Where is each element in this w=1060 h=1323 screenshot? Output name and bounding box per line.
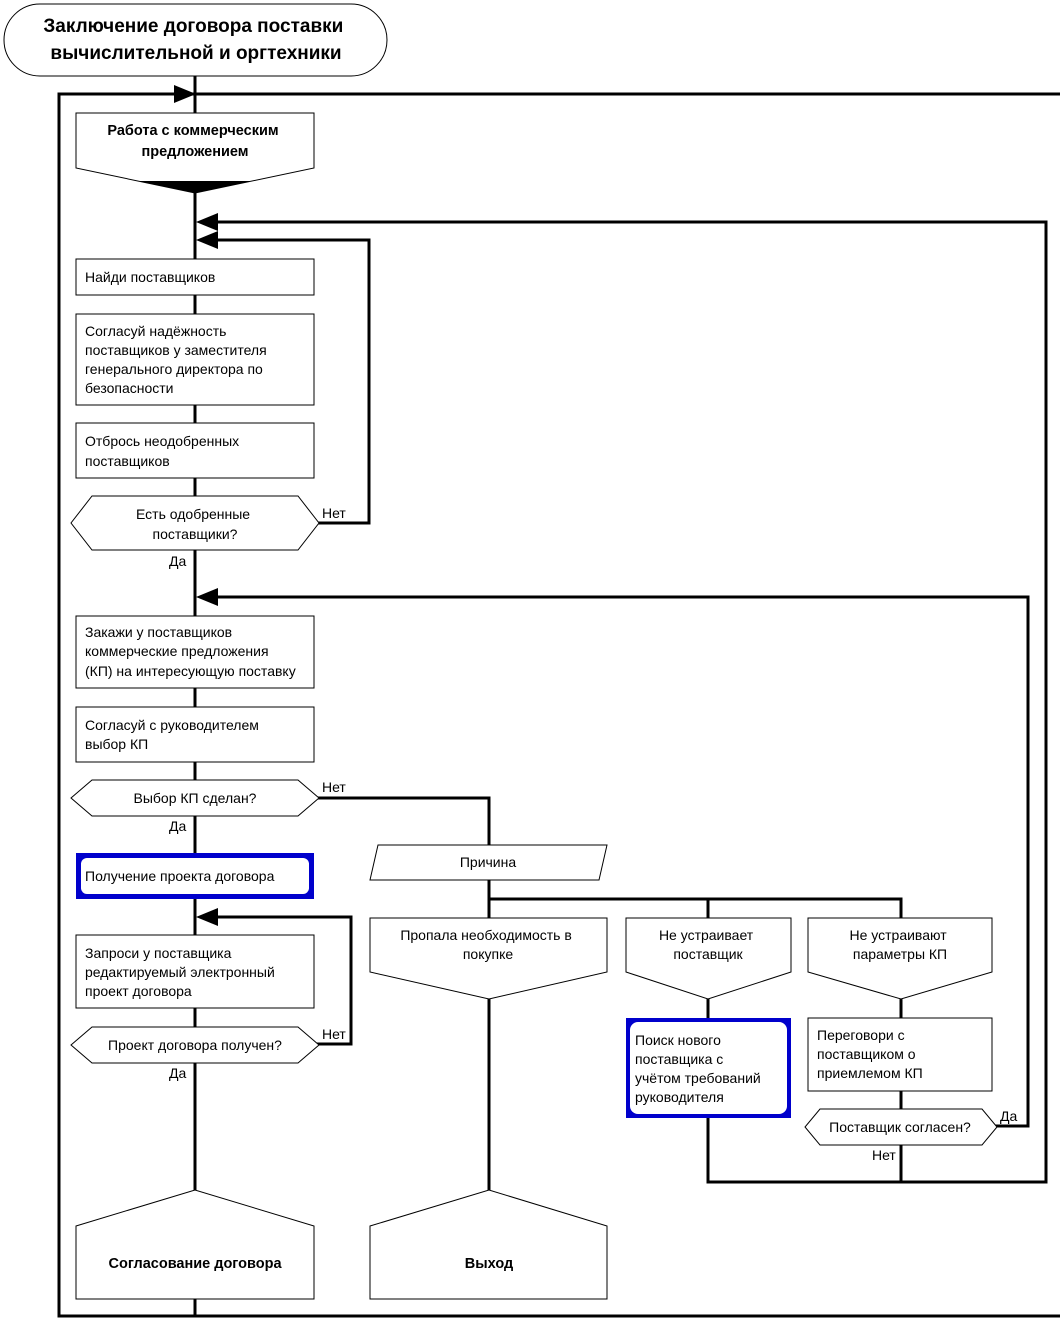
decision-supplier-agrees: [804, 1108, 998, 1146]
kp-no-label: Нет: [322, 779, 346, 795]
reason-label: Причина: [460, 854, 517, 870]
arrowhead: [196, 231, 218, 249]
step-discard-suppliers: [75, 422, 315, 479]
step-agree-kp-label: Согласуй с руководителем выбор КП: [85, 717, 263, 752]
draft-no-label: Нет: [322, 1026, 346, 1042]
arrowheads: [174, 85, 218, 926]
subprocess-get-draft: [81, 858, 309, 894]
decision-kp-chosen-label: Выбор КП сделан?: [134, 790, 257, 806]
subprocess-new-supplier-label: Поиск нового поставщика с учётом требова…: [635, 1032, 765, 1105]
decision-kp-chosen: [70, 779, 320, 817]
step-order-kp: [75, 615, 315, 689]
supplier-yes-label: Да: [1000, 1108, 1017, 1124]
start-block: [75, 112, 315, 194]
supplier-no-label: Нет: [872, 1147, 896, 1163]
arrowhead: [196, 588, 218, 606]
supplier-yes-loop-line: [218, 595, 1030, 1128]
subprocess-new-supplier: [630, 1022, 787, 1114]
start-block-notch: [138, 181, 252, 193]
reason-option-bad-params-label: Не устраивают параметры КП: [850, 927, 951, 962]
decision-draft-received-label: Проект договора получен?: [108, 1037, 282, 1053]
outer-loop-line: [57, 92, 1060, 1318]
step-agree-reliability: [75, 313, 315, 406]
arrowhead: [174, 85, 196, 103]
connectors: [57, 76, 1060, 1318]
reason-option-bad-params: [807, 917, 993, 1000]
step-find-suppliers: [75, 258, 315, 296]
decision-approved-suppliers-label: Есть одобренные поставщики?: [136, 506, 254, 542]
reason-data-block: [369, 844, 608, 881]
end-contract-approval-label: Согласование договора: [108, 1256, 282, 1272]
approved-no-loop-line: [218, 238, 371, 525]
new-supplier-loop-line: [218, 220, 1048, 1184]
step-agree-reliability-label: Согласуй надёжность поставщиков у замест…: [85, 323, 271, 396]
decision-supplier-agrees-label: Поставщик согласен?: [829, 1119, 971, 1135]
step-request-draft-label: Запроси у поставщика редактируемый элект…: [85, 945, 279, 999]
approved-yes-label: Да: [169, 553, 186, 569]
arrowhead: [196, 213, 218, 231]
start-block-label: Работа с коммерческим предложением: [107, 123, 282, 160]
arrowhead: [196, 908, 218, 926]
reason-option-bad-supplier: [625, 917, 792, 1000]
step-negotiate-label: Переговори с поставщиком о приемлемом КП: [817, 1027, 923, 1081]
end-exit-label: Выход: [465, 1256, 513, 1272]
step-negotiate: [807, 1017, 993, 1092]
draft-yes-label: Да: [169, 1065, 186, 1081]
end-exit: [369, 1189, 608, 1300]
step-order-kp-label: Закажи у поставщиков коммерческие предло…: [85, 624, 296, 679]
decision-approved-suppliers: [70, 495, 320, 551]
step-agree-kp: [75, 706, 315, 763]
reason-option-bad-supplier-label: Не устраивает поставщик: [659, 927, 757, 962]
title-terminator: [3, 3, 388, 77]
reason-option-no-need-label: Пропала необходимость в покупке: [400, 927, 575, 962]
step-request-draft: [75, 934, 315, 1009]
kp-no-line: [314, 796, 491, 845]
approved-no-label: Нет: [322, 505, 346, 521]
draft-no-loop-line: [218, 915, 353, 1046]
step-find-suppliers-label: Найди поставщиков: [85, 269, 215, 285]
subprocess-get-draft-label: Получение проекта договора: [85, 868, 275, 884]
end-contract-approval: [75, 1189, 315, 1300]
reason-option-no-need: [369, 917, 608, 1000]
diagram-title: Заключение договора поставки вычислитель…: [43, 16, 348, 64]
reason-branch-line: [489, 897, 903, 918]
kp-yes-label: Да: [169, 818, 186, 834]
decision-draft-received: [70, 1026, 320, 1064]
step-discard-suppliers-label: Отбрось неодобренных поставщиков: [85, 433, 243, 469]
